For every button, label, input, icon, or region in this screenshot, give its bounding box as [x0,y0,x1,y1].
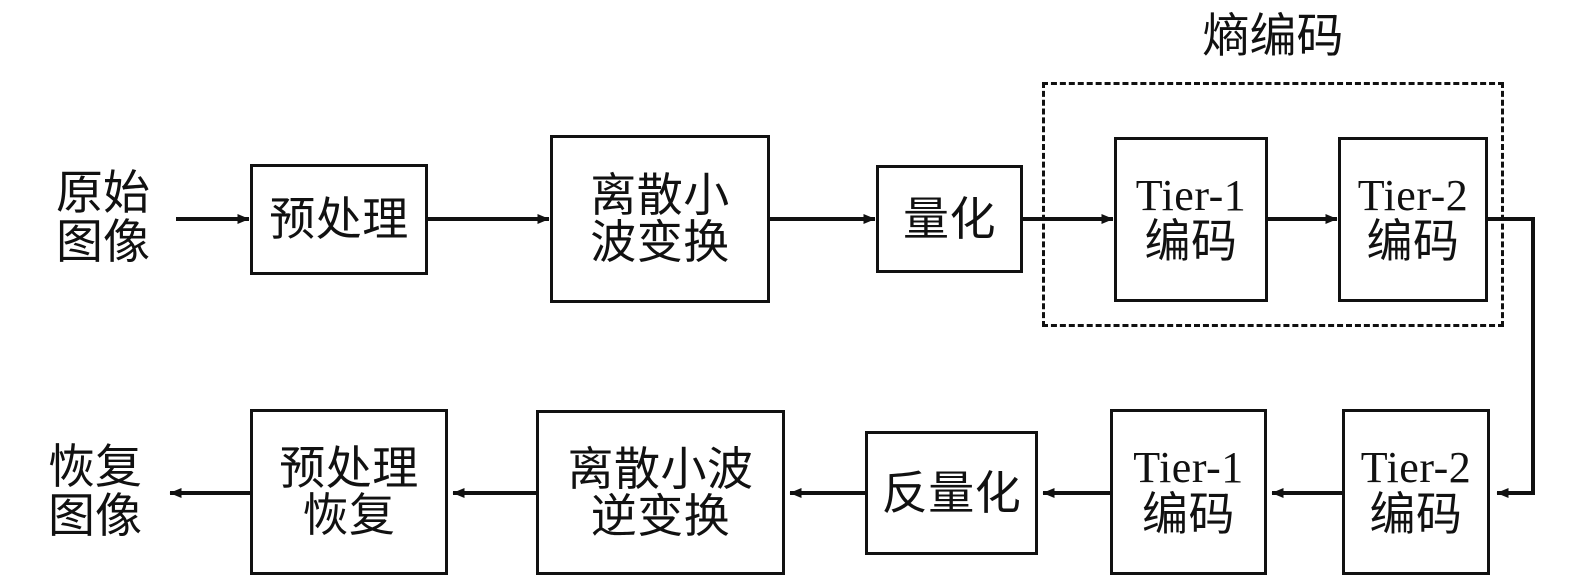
node-idwt-line2: 逆变换 [590,488,731,543]
node-tier2-decode-line2: 编码 [1369,486,1463,541]
node-dwt-label-line1: 离散小 [590,168,730,223]
node-idwt-line1: 离散小波 [567,441,754,496]
node-tier1-decode-line2: 编码 [1142,486,1235,541]
node-discrete-wavelet-transform[interactable]: 离散小 波变换 [550,135,770,303]
node-preprocess-label: 预处理 [269,192,409,247]
node-tier1-encode-line1: Tier-1 [1135,170,1247,220]
input-image-label: 原始 图像 [33,151,173,287]
node-dwt-label-line2: 波变换 [590,215,730,269]
node-tier2-encode[interactable]: Tier-2 编码 [1338,137,1488,302]
node-tier1-encode[interactable]: Tier-1 编码 [1114,137,1268,302]
node-tier1-decode-line1: Tier-1 [1133,443,1244,493]
entropy-coding-group-label-text: 熵编码 [1202,8,1344,64]
node-preprocess[interactable]: 预处理 [250,164,428,275]
output-image-label-line1: 恢复 [48,440,142,496]
node-preprocess-restore-line2: 恢复 [302,488,396,542]
node-dequantize[interactable]: 反量化 [865,431,1038,555]
output-image-label-line2: 图像 [48,489,142,544]
node-preprocess-restore-line1: 预处理 [279,441,419,496]
node-dequantize-label: 反量化 [881,465,1022,520]
node-tier2-encode-line1: Tier-2 [1357,170,1469,220]
output-image-label: 恢复 图像 [25,425,165,561]
node-preprocess-restore[interactable]: 预处理 恢复 [250,409,448,575]
input-image-label-line2: 图像 [56,215,150,270]
node-tier2-decode[interactable]: Tier-2 编码 [1342,409,1490,575]
node-tier2-decode-line1: Tier-2 [1360,443,1472,493]
node-quantize-label: 量化 [903,191,996,246]
arrow-tier2top-to-tier2bottom [1488,217,1535,498]
node-tier1-decode[interactable]: Tier-1 编码 [1110,409,1267,575]
input-image-label-line1: 原始 [56,166,150,222]
node-quantize[interactable]: 量化 [876,165,1023,273]
entropy-coding-group [1042,82,1504,327]
node-inverse-discrete-wavelet-transform[interactable]: 离散小波 逆变换 [536,410,785,575]
node-tier1-encode-line2: 编码 [1144,214,1238,269]
entropy-coding-group-label: 熵编码 [1140,6,1406,68]
node-tier2-encode-line2: 编码 [1366,214,1460,269]
